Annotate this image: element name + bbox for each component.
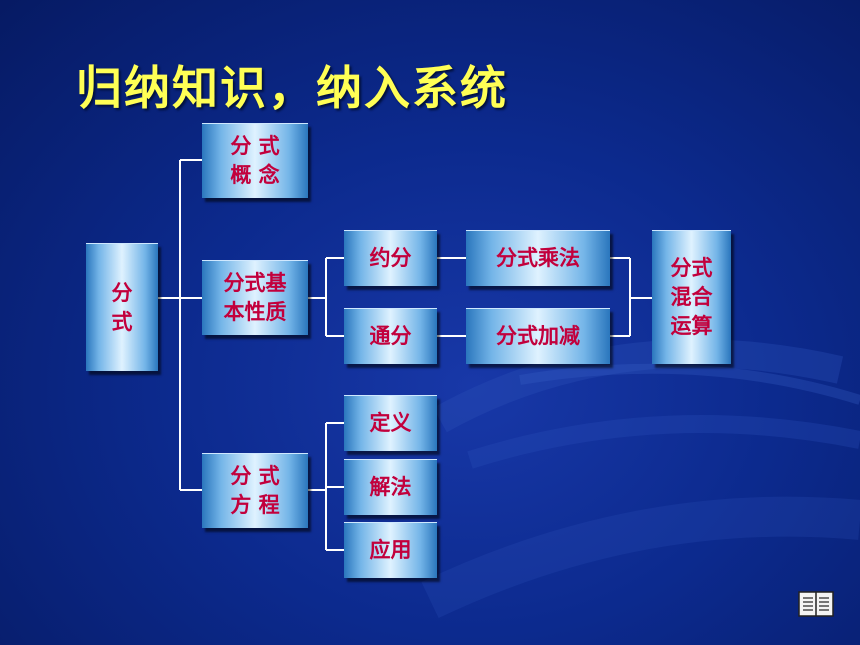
page-title: 归纳知识，纳入系统	[76, 61, 508, 115]
node-common: 通分	[344, 308, 437, 364]
node-mixed: 分式 混合 运算	[652, 230, 731, 364]
node-add-sub: 分式加减	[466, 308, 610, 364]
node-mul-div-label: 分式乘法	[496, 246, 580, 270]
node-reduce: 约分	[344, 230, 437, 286]
node-application-label: 应用	[369, 538, 412, 562]
node-root-label: 分 式	[111, 280, 133, 334]
node-equation: 分 式 方 程	[202, 453, 308, 528]
node-property: 分式基 本性质	[202, 260, 308, 335]
node-application: 应用	[344, 522, 437, 578]
node-reduce-label: 约分	[369, 246, 412, 270]
node-definition-label: 定义	[369, 411, 412, 435]
node-solution-label: 解法	[369, 475, 412, 499]
node-definition: 定义	[344, 395, 437, 451]
node-property-label: 分式基 本性质	[223, 271, 287, 324]
node-equation-label: 分 式 方 程	[230, 464, 280, 517]
book-icon[interactable]	[798, 590, 834, 618]
node-root: 分 式	[86, 243, 158, 371]
node-add-sub-label: 分式加减	[496, 324, 580, 348]
node-concept-label: 分 式 概 念	[230, 134, 280, 187]
node-mixed-label: 分式 混合 运算	[670, 256, 713, 338]
node-concept: 分 式 概 念	[202, 123, 308, 198]
node-mul-div: 分式乘法	[466, 230, 610, 286]
node-common-label: 通分	[369, 324, 412, 348]
node-solution: 解法	[344, 459, 437, 515]
